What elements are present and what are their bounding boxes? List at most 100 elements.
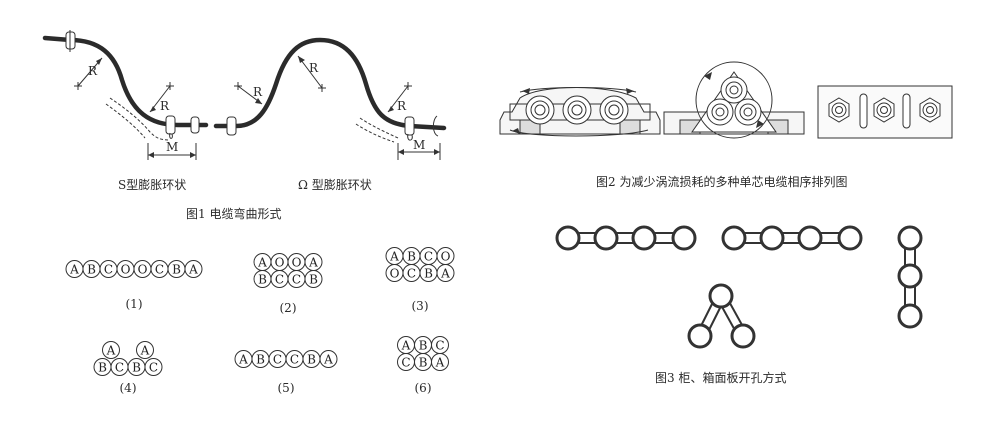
s-bend-title: S型膨胀环状: [118, 178, 186, 192]
phase-letter: B: [307, 353, 316, 367]
hole-pattern-horizontal-1: [555, 225, 697, 251]
omega-bend-m-label: M: [413, 138, 425, 152]
s-bend-expanded-path-2: [105, 103, 146, 139]
phase-group-label: (4): [120, 381, 137, 395]
phase-letter: A: [323, 353, 333, 367]
phase-letter: C: [290, 353, 299, 367]
panel-with-cable-glands: [817, 85, 953, 139]
phase-letter: O: [292, 256, 302, 270]
phase-letter: A: [389, 250, 399, 264]
omega-bend-cable: [213, 37, 447, 131]
s-bend-clamp-top: [65, 30, 76, 52]
phase-letter: A: [257, 256, 267, 270]
omega-bend-diagram: R R R M Ω 型膨胀环状: [213, 37, 447, 192]
phase-letter: A: [308, 256, 318, 270]
phase-letter: C: [149, 361, 158, 375]
s-bend-expanded-path: [109, 97, 171, 141]
triangle-bundle-flow-circle: [695, 61, 773, 139]
phase-letter: C: [273, 353, 282, 367]
triangle-bundle-cable-left: [706, 98, 734, 126]
omega-bend-clamp-left: [226, 116, 237, 136]
phase-group-label: (6): [415, 381, 432, 395]
s-bend-clamp-end: [190, 116, 200, 134]
phase-letter: B: [309, 273, 318, 287]
phase-letter: O: [121, 263, 131, 277]
omega-bend-expanded-path: [359, 117, 399, 139]
phase-letter: A: [435, 356, 445, 370]
phase-circle: [436, 264, 455, 282]
phase-circle: [102, 341, 120, 359]
gland-hex-nut-2: [873, 97, 895, 123]
omega-bend-radius-label-3: R: [397, 99, 407, 113]
omega-bend-radius-label-1: R: [253, 85, 263, 99]
phase-letter: C: [155, 263, 164, 277]
phase-circle: [431, 353, 449, 371]
phase-letter: C: [104, 263, 113, 277]
gland-hex-nut-3: [919, 97, 941, 123]
phase-letter: C: [401, 356, 410, 370]
flat-bundle-cable-2: [562, 95, 592, 125]
phase-letter: B: [132, 361, 141, 375]
s-bend-cable: [42, 35, 209, 128]
phase-letter: A: [140, 344, 150, 358]
s-bend-diagram: R R M S型膨胀环状: [42, 30, 209, 192]
phase-group-label: (5): [278, 381, 295, 395]
phase-letter: B: [256, 353, 265, 367]
phase-letter: B: [172, 263, 181, 277]
phase-circle: [184, 260, 203, 278]
flat-cable-bundle: [499, 87, 661, 137]
s-bend-m-label: M: [166, 140, 178, 154]
panel-slot-1: [859, 93, 868, 129]
flat-bundle-cable-1: [525, 95, 555, 125]
s-bend-clamp-mid: [165, 115, 176, 139]
phase-letter: C: [115, 361, 124, 375]
panel-slot-2: [902, 93, 911, 129]
phase-circle: [304, 270, 323, 288]
phase-group-label: (3): [412, 299, 429, 313]
phase-letter: A: [401, 339, 411, 353]
omega-bend-clamp-right: [404, 116, 415, 141]
figure2-caption: 图2 为减少涡流损耗的多种单芯电缆相序排列图: [596, 174, 847, 189]
phase-letter: B: [407, 250, 416, 264]
phase-letter: B: [258, 273, 267, 287]
hole-pattern-vertical: [897, 225, 923, 329]
phase-letter: O: [138, 263, 148, 277]
phase-letter: A: [238, 353, 248, 367]
s-bend-radius-label-2: R: [160, 99, 170, 113]
phase-letter: B: [419, 339, 428, 353]
triangle-bundle-cable-top: [720, 76, 748, 104]
phase-letter: A: [440, 267, 450, 281]
phase-letter: A: [69, 263, 79, 277]
phase-group-label: (1): [126, 297, 143, 311]
phase-circle: [136, 341, 154, 359]
phase-letter: A: [188, 263, 198, 277]
hole-pattern-horizontal-2: [721, 225, 863, 251]
phase-letter: C: [424, 250, 433, 264]
omega-bend-title: Ω 型膨胀环状: [298, 178, 372, 192]
gland-hex-nut-1: [828, 97, 850, 123]
phase-letter: C: [292, 273, 301, 287]
flat-bundle-cable-3: [599, 95, 629, 125]
triangle-bundle-cable-right: [734, 98, 762, 126]
phase-letter: B: [424, 267, 433, 281]
phase-letter: B: [419, 356, 428, 370]
figure3-caption: 图3 柜、箱面板开孔方式: [655, 370, 786, 385]
phase-letter: C: [435, 339, 444, 353]
phase-circle: [144, 358, 163, 376]
phase-letter: B: [87, 263, 96, 277]
s-bend-radius-label-1: R: [88, 64, 98, 78]
omega-bend-radius-label-2: R: [309, 61, 319, 75]
phase-letter: O: [441, 250, 451, 264]
phase-letter: O: [275, 256, 285, 270]
phase-letter: O: [390, 267, 400, 281]
phase-letter: A: [106, 344, 116, 358]
